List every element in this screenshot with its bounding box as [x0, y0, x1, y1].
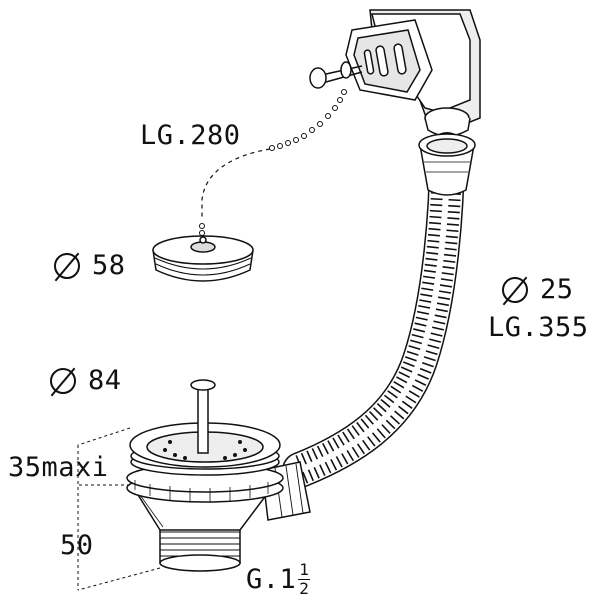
- max-thickness-label: 35maxi: [8, 452, 109, 483]
- hose-top-cuff: [418, 133, 476, 196]
- thread-size-label: G.1 1 2: [246, 560, 311, 598]
- diameter-icon: [54, 252, 80, 279]
- thread-fraction: 1 2: [298, 560, 311, 598]
- thread-denominator: 2: [299, 579, 310, 598]
- chain-length-label: LG.280: [140, 120, 241, 151]
- chain-end-beads: [199, 223, 205, 236]
- dimension-lines: [77, 427, 161, 591]
- thread-numerator: 1: [298, 560, 311, 580]
- overflow-assembly: [309, 9, 481, 137]
- strainer-waste: [126, 379, 311, 572]
- chain-dashed-path: [201, 148, 271, 220]
- hose-diameter-value: 25: [540, 274, 574, 305]
- hose-diameter-label: 25: [502, 276, 574, 303]
- diameter-icon: [50, 367, 76, 394]
- strainer-diameter-label: 84: [50, 367, 122, 394]
- thread-prefix: G.1: [246, 564, 297, 595]
- hose-length-label: LG.355: [488, 312, 589, 343]
- diameter-icon: [502, 276, 528, 303]
- bead-chain: [269, 89, 347, 151]
- corrugated-hose: [282, 132, 465, 488]
- plug-diameter-label: 58: [54, 252, 126, 279]
- plug-stopper: [152, 235, 254, 282]
- height-label: 50: [60, 530, 94, 561]
- strainer-diameter-value: 84: [88, 365, 122, 396]
- plug-diameter-value: 58: [92, 250, 126, 281]
